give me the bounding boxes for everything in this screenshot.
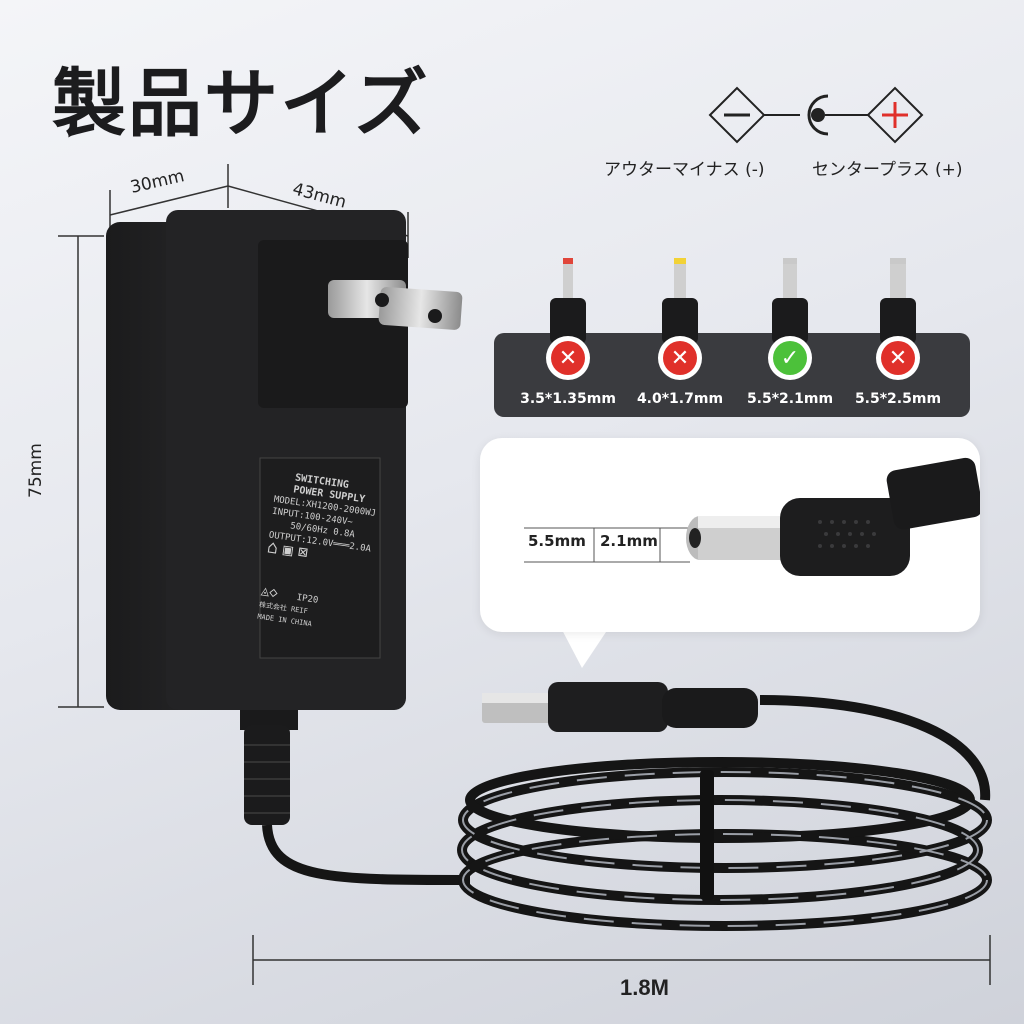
cross-icon: ✕	[876, 336, 920, 380]
cross-icon: ✕	[546, 336, 590, 380]
tip-2-size: 4.0*1.7mm	[636, 391, 724, 407]
tip-3-image	[772, 258, 808, 344]
tip-1-size: 3.5*1.35mm	[520, 391, 616, 407]
connector-icon	[807, 94, 829, 136]
cross-icon: ✕	[658, 336, 702, 380]
callout-pointer	[560, 626, 610, 668]
tip-3-size: 5.5*2.1mm	[746, 391, 834, 407]
tip-4-size: 5.5*2.5mm	[854, 391, 942, 407]
outer-minus-label: アウターマイナス (-)	[604, 160, 765, 180]
center-plus-label: センタープラス (+)	[812, 160, 963, 180]
inner-diameter-label: 2.1mm	[600, 532, 658, 550]
tip-1-image	[550, 258, 586, 344]
tip-2-image	[662, 258, 698, 344]
barrel-closeup	[524, 457, 980, 576]
cable-length-label: 1.8M	[620, 975, 669, 1000]
adapter-image	[106, 210, 463, 730]
page-title: 製品サイズ	[52, 61, 430, 147]
tip-4-image	[880, 258, 916, 344]
polarity-diagram	[708, 86, 924, 144]
outer-diameter-label: 5.5mm	[528, 532, 586, 550]
check-icon: ✓	[768, 336, 812, 380]
